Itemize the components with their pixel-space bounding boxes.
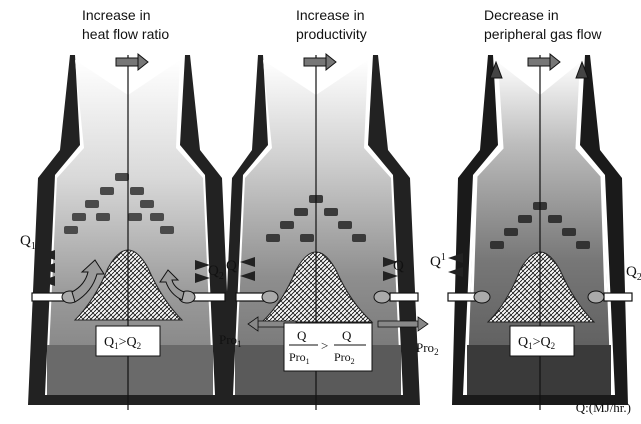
panel-1-right-heat-label: Q2 [208,263,224,282]
panel-3-top-arrow-icon [527,52,561,72]
panel-3-right-tuyere [603,292,633,302]
panel-1: Q1 Q2 Q1>Q2 [20,52,232,410]
unit-label: Q:(MJ/hr.) [575,400,631,415]
panel-3-left-tuyere [447,292,477,302]
panel-2-furnace-shell [222,55,420,405]
panel-2-pro-right-label: Pro2 [416,340,439,357]
panel-2-right-heat-label: Q [393,258,404,274]
svg-text:Pro2: Pro2 [334,350,355,366]
panel-2-left-heat-label: Q [226,258,237,274]
panel-2-heat-arrows-right-icon [383,257,398,281]
panel-3-equation: Q1>Q2 [518,335,555,351]
panel-2-ore-layers [266,195,366,242]
panel-1-ore-layers [64,173,174,234]
panel-3: Q1 Q2 Q1>Q2 [430,52,641,410]
panel-1-equation: Q1>Q2 [104,335,141,351]
panel-1-heat-arrows-left-icon [40,250,55,286]
panel-1-left-heat-label: Q1 [20,233,36,252]
panel-1-title: Increase in heat flow ratio [82,6,169,44]
panel-2-top-arrow-icon [303,52,337,72]
panel-2-title-line1: Increase in [296,7,365,23]
panel-1-equation-box [95,325,161,357]
panel-1-furnace-shell [28,55,232,405]
panel-2: Q Q Pro1 Pro2 Q Pro1 > Q Pro2 [219,52,439,410]
panel-2-title: Increase in productivity [296,6,367,44]
panel-1-title-line1: Increase in [82,7,151,23]
svg-text:Q: Q [342,328,352,343]
panel-3-left-heat-label: Q1 [430,252,446,270]
panel-2-left-tuyere [235,292,265,302]
panel-3-title-line1: Decrease in [484,7,559,23]
svg-text:>: > [321,338,328,353]
panel-3-furnace-shell [452,55,628,405]
panel-1-gas-flow-arrow-right-icon [159,269,185,301]
panel-2-pro-left-label: Pro1 [219,332,242,349]
svg-text:Q: Q [297,328,307,343]
panel-2-title-line2: productivity [296,26,367,42]
panel-3-equation-box [509,325,575,357]
panel-1-top-arrow-icon [115,52,149,72]
panel-2-heat-arrows-left-icon [240,257,255,281]
panel-1-title-line2: heat flow ratio [82,26,170,42]
svg-text:Pro1: Pro1 [289,350,310,366]
panel-2-productivity-arrow-right-icon [377,316,429,332]
panel-3-title-line2: peripheral gas flow [484,26,602,42]
panel-1-heat-arrows-right-icon [195,260,210,283]
panel-3-heat-arrows-left-icon [448,253,463,277]
panel-3-peripheral-arrow-right-icon [575,60,589,79]
panel-1-gas-flow-arrow-left-icon [71,259,105,303]
panel-3-right-heat-label: Q2 [626,264,641,283]
panel-3-title: Decrease in peripheral gas flow [484,6,602,44]
panel-2-equation-box [283,322,373,372]
panel-2-right-tuyere [389,292,419,302]
panel-2-equation: Q Pro1 > Q Pro2 [289,328,366,366]
panel-3-peripheral-arrow-left-icon [489,60,503,79]
